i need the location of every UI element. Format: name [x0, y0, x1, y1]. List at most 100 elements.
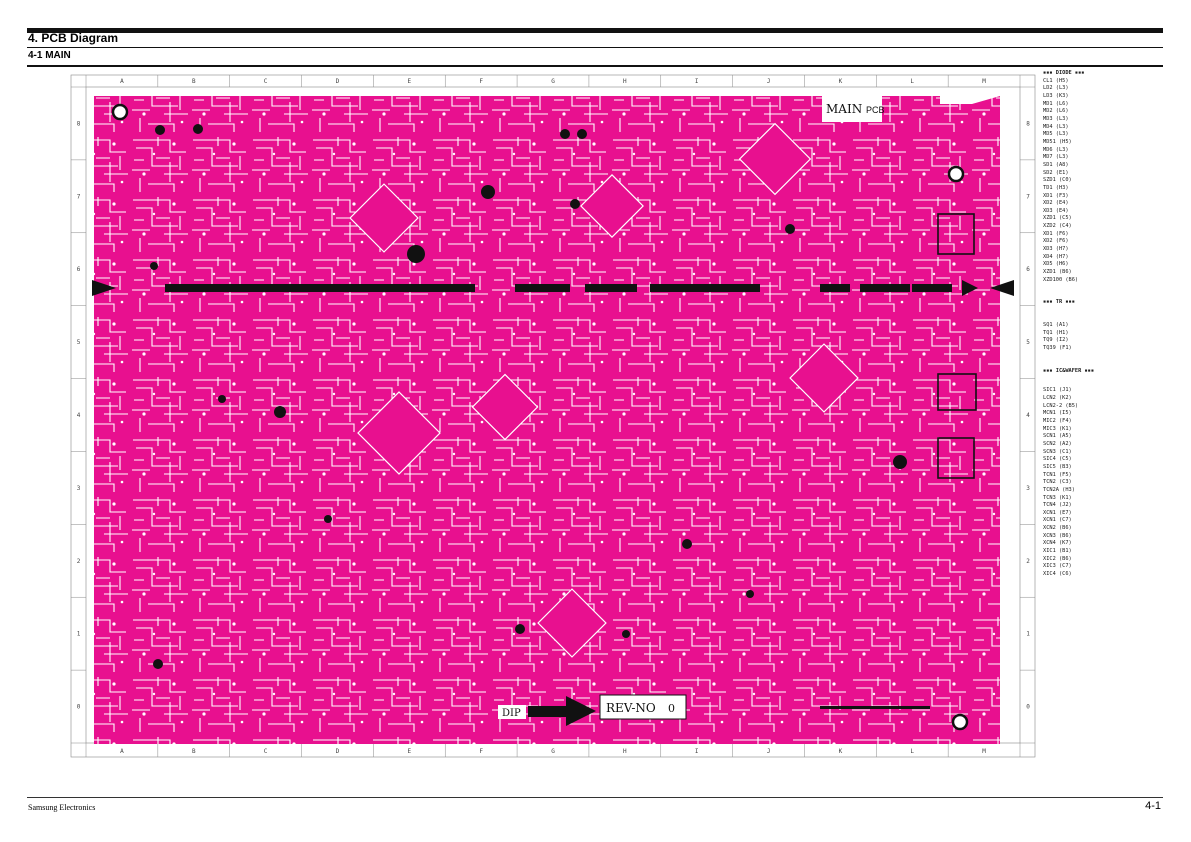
grid-row-label: 1	[77, 631, 81, 638]
legend-item: MD1 (L6)	[1043, 100, 1069, 107]
legend-item: MIC2 (F4)	[1043, 417, 1072, 424]
grid-column-label: C	[264, 748, 268, 755]
grid-row-label: 3	[1026, 485, 1030, 492]
legend-item: LD3 (K3)	[1043, 92, 1069, 99]
grid-row-label: 5	[1026, 339, 1030, 346]
grid-column-label: J	[767, 78, 771, 85]
legend-section-ic-wafer: ▪▪▪ IC&WAFER ▪▪▪ SIC1 (J1)LCN2 (K2)LCN2-…	[1043, 368, 1188, 579]
footer-rule	[27, 797, 1163, 798]
section-subtitle: 4-1 MAIN	[28, 50, 71, 61]
grid-row-label: 0	[77, 704, 81, 711]
board-name: MAIN	[826, 102, 862, 116]
grid-column-label: M	[982, 78, 986, 85]
legend-item: TD1 (H3)	[1043, 184, 1069, 191]
grid-row-label: 7	[77, 193, 81, 200]
legend-item: TCN2 (C3)	[1043, 479, 1072, 486]
grid-row-label: 8	[1026, 120, 1030, 127]
pcb-board: MAIN PCB REV-NO 0 DIP	[92, 96, 1014, 744]
grid-column-label: I	[695, 78, 699, 85]
grid-column-label: C	[264, 78, 268, 85]
legend-item: XIC1 (B1)	[1043, 548, 1072, 555]
grid-column-label: E	[407, 78, 411, 85]
legend-item: XCN4 (K7)	[1043, 540, 1072, 547]
grid-column-label: F	[479, 748, 483, 755]
legend-item: TCN4 (J2)	[1043, 502, 1072, 509]
legend-item: SCN3 (C1)	[1043, 448, 1072, 455]
grid-column-label: L	[910, 748, 914, 755]
legend-item: SIC5 (B3)	[1043, 463, 1072, 470]
grid-row-label: 2	[77, 558, 81, 565]
rev-label: REV-NO	[606, 701, 656, 715]
grid-row-label: 0	[1026, 704, 1030, 711]
legend-item: XIC4 (C6)	[1043, 571, 1072, 578]
grid-column-label: A	[120, 748, 124, 755]
legend-item: XCN1 (E7)	[1043, 509, 1072, 516]
grid-column-label: F	[479, 78, 483, 85]
page-number: 4-1	[1145, 800, 1161, 812]
legend-item: MD5 (L3)	[1043, 131, 1069, 138]
grid-row-label: 1	[1026, 631, 1030, 638]
grid-column-label: D	[336, 78, 340, 85]
legend-item: XZD1 (C5)	[1043, 215, 1072, 222]
legend-item: TCN1 (F5)	[1043, 471, 1072, 478]
legend-item: MCN1 (I5)	[1043, 410, 1072, 417]
grid-column-label: M	[982, 748, 986, 755]
grid-row-label: 3	[77, 485, 81, 492]
component-location-legend: ▪▪▪ DIODE ▪▪▪ CL1 (H5)LD2 (L3)LD3 (K3)MD…	[1043, 70, 1188, 579]
legend-item: XZD1 (B6)	[1043, 269, 1072, 276]
grid-column-label: G	[551, 748, 555, 755]
legend-item: XIC2 (B6)	[1043, 555, 1072, 562]
legend-item: SIC4 (C5)	[1043, 456, 1072, 463]
legend-item: TQ1 (H1)	[1043, 329, 1069, 336]
legend-item: SD1 (A8)	[1043, 161, 1069, 168]
legend-item: MD6 (L3)	[1043, 146, 1069, 153]
legend-item: MD3 (L3)	[1043, 115, 1069, 122]
legend-item: XD1 (F3)	[1043, 192, 1069, 199]
legend-item: XD2 (E4)	[1043, 200, 1069, 207]
legend-item: MD4 (L3)	[1043, 123, 1069, 130]
legend-item: SZD1 (C0)	[1043, 177, 1072, 184]
grid-column-label: I	[695, 748, 699, 755]
grid-column-label: K	[839, 748, 843, 755]
legend-section-diode: ▪▪▪ DIODE ▪▪▪ CL1 (H5)LD2 (L3)LD3 (K3)MD…	[1043, 70, 1188, 284]
grid-row-label: 4	[77, 412, 81, 419]
header-middle-rule	[27, 47, 1163, 48]
legend-item: MD2 (L6)	[1043, 108, 1069, 115]
legend-item: CL1 (H5)	[1043, 77, 1069, 84]
grid-column-label: B	[192, 78, 196, 85]
dip-label: DIP	[502, 708, 521, 719]
grid-row-label: 2	[1026, 558, 1030, 565]
legend-item: XCN3 (B6)	[1043, 532, 1072, 539]
legend-item: SQ1 (A1)	[1043, 322, 1069, 329]
grid-column-label: K	[839, 78, 843, 85]
legend-item: XD1 (F6)	[1043, 230, 1069, 237]
footer-brand: Samsung Electronics	[28, 803, 96, 812]
board-pcb-label: PCB	[866, 105, 885, 115]
header-bottom-rule	[27, 65, 1163, 67]
legend-item: TQ9 (I2)	[1043, 337, 1069, 344]
legend-section-tr: ▪▪▪ TR ▪▪▪ SQ1 (A1)TQ1 (H1)TQ9 (I2)TQ39 …	[1043, 299, 1188, 352]
legend-item: MD7 (L3)	[1043, 154, 1069, 161]
grid-row-label: 6	[1026, 266, 1030, 273]
grid-column-label: J	[767, 748, 771, 755]
grid-column-label: D	[336, 748, 340, 755]
legend-item: TCN2A (H3)	[1043, 486, 1075, 493]
legend-item: TCN3 (K1)	[1043, 494, 1072, 501]
legend-item: SCN2 (A2)	[1043, 440, 1072, 447]
grid-column-label: L	[910, 78, 914, 85]
legend-heading: ▪▪▪ TR ▪▪▪	[1043, 299, 1075, 306]
rev-value: 0	[668, 702, 675, 715]
legend-item: XIC3 (C7)	[1043, 563, 1072, 570]
legend-item: SD2 (E1)	[1043, 169, 1069, 176]
legend-item: SIC1 (J1)	[1043, 387, 1072, 394]
grid-row-label: 7	[1026, 193, 1030, 200]
legend-item: XD3 (H7)	[1043, 246, 1069, 253]
legend-heading: ▪▪▪ IC&WAFER ▪▪▪	[1043, 367, 1095, 374]
legend-item: XD4 (H7)	[1043, 253, 1069, 260]
legend-heading: ▪▪▪ DIODE ▪▪▪	[1043, 70, 1085, 76]
grid-column-label: G	[551, 78, 555, 85]
grid-row-label: 8	[77, 120, 81, 127]
legend-item: LCN2 (K2)	[1043, 394, 1072, 401]
legend-item: XCN2 (B6)	[1043, 525, 1072, 532]
